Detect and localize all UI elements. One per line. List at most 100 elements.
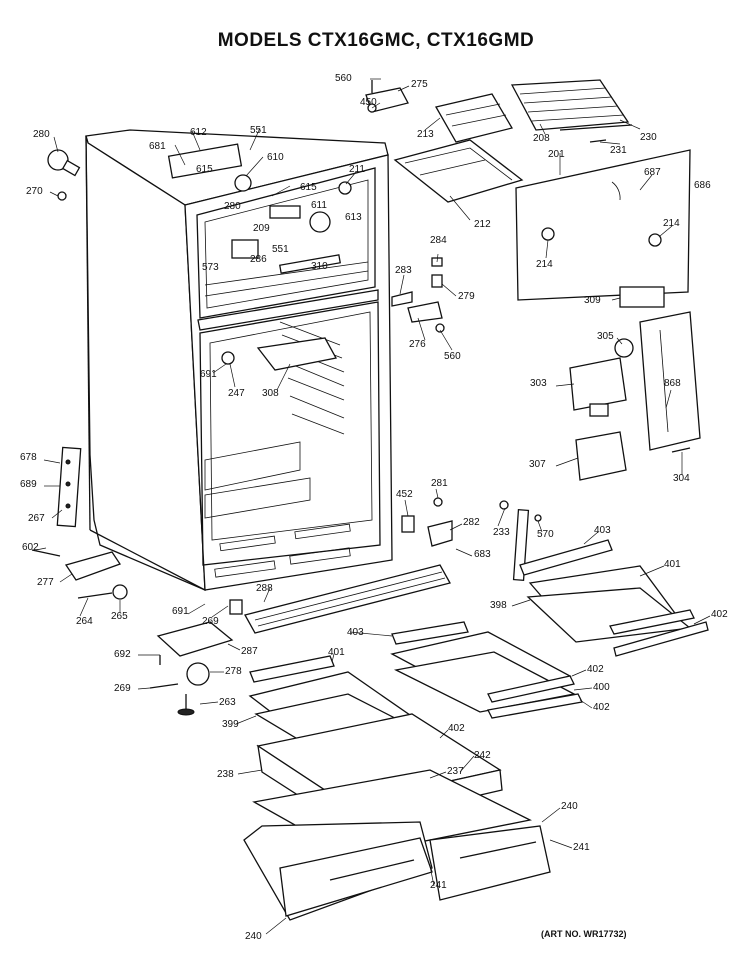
callout-240: 240 [245,931,262,942]
callout-231: 231 [610,145,627,156]
callout-612: 612 [190,127,207,138]
callout-278: 278 [225,666,242,677]
callout-242: 242 [474,750,491,761]
callout-304: 304 [673,473,690,484]
callout-610: 610 [267,152,284,163]
bottom-hardware [31,549,243,716]
callout-280: 280 [33,129,50,140]
callout-211: 211 [349,164,365,175]
callout-213: 213 [417,129,434,140]
center-small-parts [401,497,542,581]
wire-shelf [510,79,633,143]
callout-286: 286 [250,254,267,265]
callout-403: 403 [347,627,364,638]
callout-402: 402 [587,664,604,675]
callout-288: 288 [256,583,273,594]
callout-240: 240 [561,801,578,812]
ice-tray [435,93,514,143]
callout-307: 307 [529,459,546,470]
callout-399: 399 [222,719,239,730]
callout-265: 265 [111,611,128,622]
right-shelves [519,539,709,657]
callout-551: 551 [272,244,289,255]
center-shelves [390,621,583,719]
diagram-title: MODELS CTX16GMC, CTX16GMD [217,30,535,51]
callout-275: 275 [411,79,428,90]
art-number: (ART NO. WR17732) [541,929,627,939]
callout-241: 241 [430,880,447,891]
callout-452: 452 [396,489,413,500]
callout-308: 308 [262,388,279,399]
callout-689: 689 [20,479,37,490]
callout-269: 269 [202,616,219,627]
callout-214: 214 [536,259,553,270]
callout-683: 683 [474,549,491,560]
callout-238: 238 [217,769,234,780]
callout-615: 615 [300,182,317,193]
callout-615: 615 [196,164,213,175]
callout-270: 270 [26,186,43,197]
callout-209: 209 [253,223,270,234]
callout-570: 570 [537,529,554,540]
callout-287: 287 [241,646,258,657]
callout-233: 233 [493,527,510,538]
callout-450: 450 [360,97,377,108]
callout-687: 687 [644,167,661,178]
callout-247: 247 [228,388,245,399]
callout-208: 208 [533,133,550,144]
callout-398: 398 [490,600,507,611]
callout-401: 401 [664,559,681,570]
callout-237: 237 [447,766,464,777]
thermostat-knob [47,149,81,201]
callout-282: 282 [463,517,480,528]
refrigerator-cabinet [56,129,393,592]
ice-tray-support [393,139,524,203]
callout-201: 201 [548,149,565,160]
callout-678: 678 [20,452,37,463]
callout-230: 230 [640,132,657,143]
callout-402: 402 [448,723,465,734]
callout-276: 276 [409,339,426,350]
callout-214: 214 [663,218,680,229]
crisper-drawers [243,713,551,921]
callout-400: 400 [593,682,610,693]
callout-284: 284 [430,235,447,246]
callout-611: 611 [311,200,327,211]
callout-281: 281 [431,478,448,489]
callout-309: 309 [584,295,601,306]
callout-267: 267 [28,513,45,524]
callout-310: 310 [311,261,328,272]
callout-283: 283 [395,265,412,276]
callout-212: 212 [474,219,491,230]
evaporator-cover [515,149,691,308]
callout-241: 241 [573,842,590,853]
callout-560: 560 [444,351,461,362]
callout-401: 401 [328,647,345,658]
leader-lines [35,78,711,935]
callout-280: 280 [224,201,241,212]
callout-691: 691 [200,369,217,380]
callout-868: 868 [664,378,681,389]
callout-602: 602 [22,542,39,553]
callout-263: 263 [219,697,236,708]
callout-403: 403 [594,525,611,536]
callout-277: 277 [37,577,54,588]
callout-681: 681 [149,141,166,152]
callout-402: 402 [711,609,728,620]
callout-692: 692 [114,649,131,660]
mid-parts [391,257,445,333]
callout-551: 551 [250,125,267,136]
callout-279: 279 [458,291,475,302]
callout-264: 264 [76,616,93,627]
kickplate-grille [244,564,451,634]
control-housing [639,311,701,453]
callout-402: 402 [593,702,610,713]
callout-269: 269 [114,683,131,694]
callout-691: 691 [172,606,189,617]
light-assembly [569,338,634,481]
callout-573: 573 [202,262,219,273]
callout-560: 560 [335,73,352,84]
callout-303: 303 [530,378,547,389]
callout-613: 613 [345,212,362,223]
